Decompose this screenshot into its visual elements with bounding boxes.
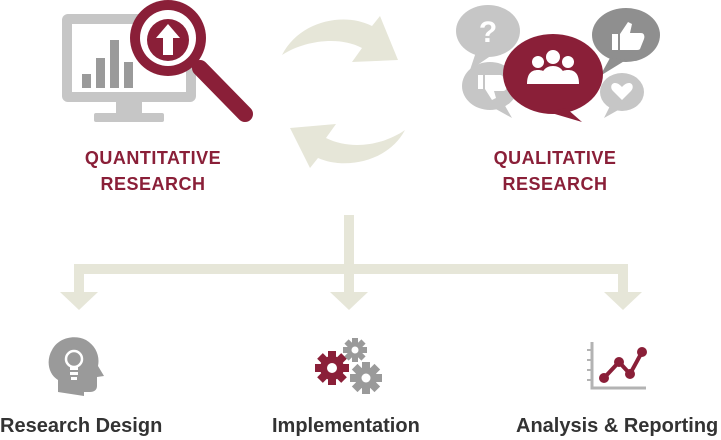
- arrowhead-center: [330, 292, 368, 310]
- qualitative-caption-line1: QUALITATIVE: [493, 148, 617, 168]
- svg-text:?: ?: [479, 16, 497, 49]
- line-chart-icon: [587, 342, 647, 390]
- arrowhead-left: [60, 292, 98, 310]
- step-label-analysis-reporting: Analysis & Reporting: [516, 415, 719, 437]
- thumbs-up-bubble-icon: [592, 8, 660, 76]
- step-label-research-design: Research Design: [0, 415, 163, 437]
- qualitative-icon-group: ?: [456, 5, 660, 122]
- head-lightbulb-icon: [48, 337, 104, 396]
- qualitative-research-caption: QUALITATIVE RESEARCH: [455, 145, 655, 197]
- cycle-arrow-bottom: [290, 124, 405, 168]
- quantitative-caption-line1: QUANTITATIVE: [84, 148, 222, 168]
- quantitative-research-caption: QUANTITATIVE RESEARCH: [58, 145, 248, 197]
- group-bubble-icon: [503, 34, 603, 122]
- heart-bubble-icon: [600, 73, 644, 118]
- qualitative-caption-line2: RESEARCH: [502, 174, 608, 194]
- bar-chart-icon: [82, 40, 133, 88]
- arrowhead-right: [604, 292, 642, 310]
- quantitative-icon-group: [62, 0, 253, 122]
- cycle-arrow-top: [282, 16, 398, 62]
- question-bubble-icon: ?: [456, 5, 520, 70]
- gears-icon: [315, 338, 382, 394]
- quantitative-caption-line2: RESEARCH: [100, 174, 206, 194]
- connector-drop-left: [74, 264, 84, 292]
- up-arrow-icon: [147, 19, 189, 61]
- step-label-implementation: Implementation: [272, 415, 420, 437]
- connector-drop-right: [618, 264, 628, 292]
- connector-trunk: [344, 215, 354, 275]
- connector-drop-center: [344, 264, 354, 292]
- flow-connector: [60, 215, 642, 310]
- cycle-arrows: [282, 16, 405, 168]
